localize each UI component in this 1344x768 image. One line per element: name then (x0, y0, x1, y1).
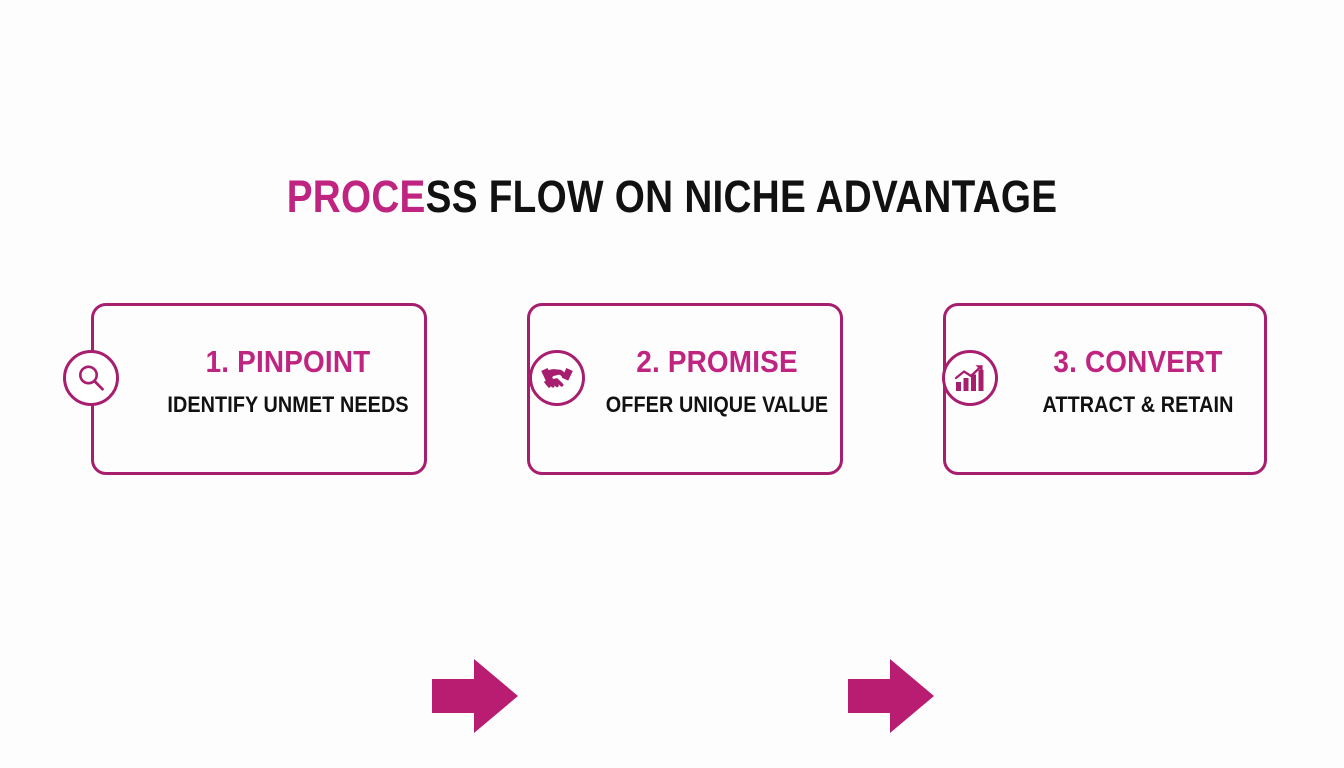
process-step-heading-3: 3. CONVERT (1053, 344, 1223, 379)
process-step-text-2: 2. PROMISE OFFER UNIQUE VALUE (592, 344, 842, 418)
process-step-subtitle-3: ATTRACT & RETAIN (1042, 392, 1234, 417)
arrow-right-icon (432, 653, 518, 739)
bar-chart-growth-icon (942, 350, 998, 406)
process-step-text-1: 1. PINPOINT IDENTIFY UNMET NEEDS (152, 344, 424, 418)
page-title-plain: SS FLOW ON NICHE ADVANTAGE (425, 171, 1058, 222)
process-step-heading-1: 1. PINPOINT (205, 344, 371, 379)
arrow-right-icon (848, 653, 934, 739)
magnifying-glass-icon (63, 350, 119, 406)
process-step-heading-2: 2. PROMISE (636, 344, 798, 379)
process-step-subtitle-1: IDENTIFY UNMET NEEDS (167, 392, 409, 417)
process-flow: 1. PINPOINT IDENTIFY UNMET NEEDS (0, 303, 1344, 733)
handshake-icon (529, 350, 585, 406)
process-step-text-3: 3. CONVERT ATTRACT & RETAIN (1012, 344, 1264, 418)
page-title-accent: PROCE (286, 171, 426, 222)
process-step-subtitle-2: OFFER UNIQUE VALUE (605, 392, 829, 417)
process-step-card-1[interactable]: 1. PINPOINT IDENTIFY UNMET NEEDS (63, 303, 427, 475)
process-step-card-2[interactable]: 2. PROMISE OFFER UNIQUE VALUE (527, 303, 843, 475)
page-title: PROCESS FLOW ON NICHE ADVANTAGE (94, 170, 1250, 224)
process-step-card-3[interactable]: 3. CONVERT ATTRACT & RETAIN (942, 303, 1267, 475)
